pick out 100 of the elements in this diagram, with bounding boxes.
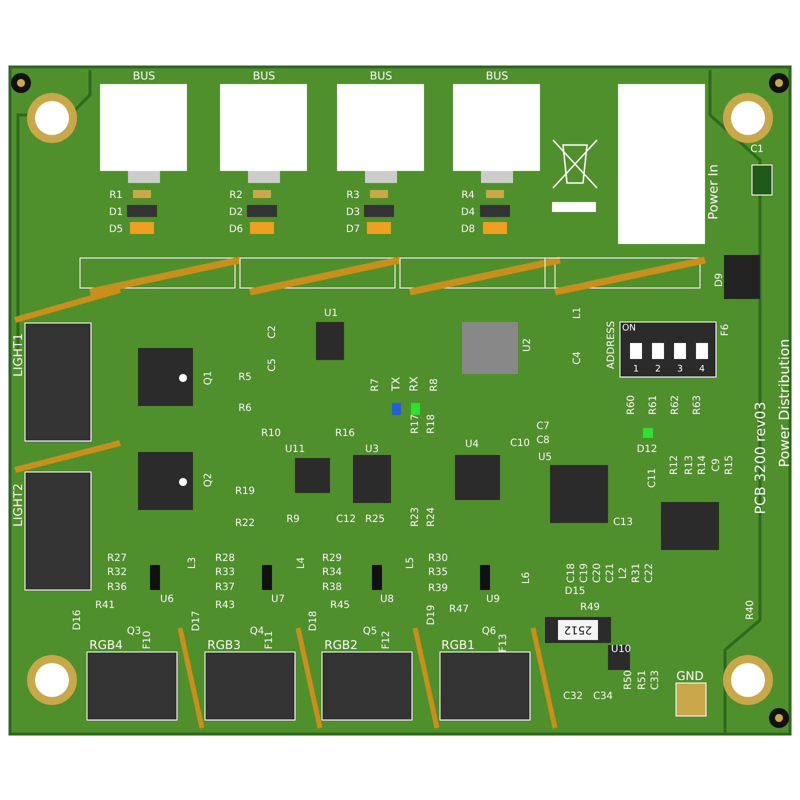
component-designator: D16: [73, 610, 83, 630]
component-designator: U8: [380, 595, 394, 605]
component-designator: D8: [460, 225, 476, 235]
component-designator: C2: [268, 325, 278, 339]
component-designator: U7: [271, 595, 285, 605]
component-designator: C5: [268, 358, 278, 372]
component-designator: R22: [235, 519, 255, 529]
component-designator: C20: [593, 563, 603, 583]
component-designator: R41: [95, 601, 115, 611]
component-designator: ADDRESS: [607, 320, 617, 370]
component-designator: R30: [428, 554, 448, 564]
component-designator: R19: [235, 487, 255, 497]
component-designator: R10: [261, 429, 281, 439]
connector-label: RGB1: [441, 639, 475, 651]
component-designator: R50: [624, 670, 634, 690]
component-designator: D6: [228, 225, 244, 235]
component-designator: U5: [538, 453, 552, 463]
component-designator: D19: [427, 604, 437, 626]
component-designator: C32: [563, 692, 583, 702]
connector-label: BUS: [252, 70, 276, 82]
component-designator: L3: [188, 557, 198, 569]
led-label: TX: [390, 376, 402, 392]
component-designator: R9: [286, 515, 300, 525]
component-designator: R38: [322, 583, 342, 593]
component-designator: D12: [636, 445, 658, 455]
component-designator: D1: [108, 208, 124, 218]
component-designator: R7: [371, 378, 381, 392]
component-designator: L2: [619, 567, 629, 579]
component-designator: C11: [648, 468, 658, 488]
component-designator: Q1: [204, 370, 214, 386]
component-designator: R31: [632, 563, 642, 583]
component-designator: R5: [238, 373, 252, 383]
component-designator: U6: [160, 595, 174, 605]
component-designator: R16: [335, 429, 355, 439]
component-designator: R32: [107, 568, 127, 578]
component-designator: R45: [330, 601, 350, 611]
component-designator: R47: [449, 605, 469, 615]
component-designator: U4: [465, 440, 479, 450]
component-designator: F12: [382, 630, 392, 650]
component-designator: R51: [638, 670, 648, 690]
component-designator: C33: [651, 670, 661, 690]
component-designator: C18: [567, 563, 577, 583]
part-marking: 2512: [564, 624, 592, 636]
component-designator: F11: [265, 630, 275, 650]
connector-label: RGB3: [207, 639, 241, 651]
component-designator: R25: [365, 515, 385, 525]
component-designator: U10: [610, 645, 632, 655]
component-designator: L6: [522, 572, 532, 584]
component-designator: Q4: [250, 627, 264, 637]
component-designator: R1: [109, 191, 123, 201]
switch-label: 1: [633, 366, 639, 374]
component-designator: R37: [215, 583, 235, 593]
component-designator: U1: [324, 309, 338, 319]
connector-label: LIGHT2: [12, 483, 24, 527]
component-designator: R4: [461, 191, 475, 201]
component-designator: D4: [460, 208, 476, 218]
component-designator: D3: [346, 208, 360, 218]
component-designator: C8: [536, 436, 550, 446]
component-designator: R2: [229, 191, 243, 201]
component-designator: U3: [365, 445, 379, 455]
component-designator: C22: [645, 563, 655, 583]
connector-label: RGB2: [324, 639, 358, 651]
connector-label: BUS: [132, 70, 156, 82]
component-designator: R17: [411, 414, 421, 434]
test-point-label: GND: [676, 670, 704, 682]
component-designator: C7: [536, 422, 550, 432]
board-title: PCB 3200 rev03: [754, 402, 768, 514]
component-designator: L4: [297, 557, 307, 569]
connector-label: LIGHT1: [12, 333, 24, 377]
component-designator: D9: [715, 272, 725, 288]
component-designator: C34: [593, 692, 613, 702]
component-designator: C4: [573, 351, 583, 365]
component-designator: U11: [284, 445, 306, 455]
component-designator: R23: [411, 507, 421, 527]
switch-label: ON: [622, 324, 636, 334]
component-designator: D7: [346, 225, 360, 235]
component-designator: R35: [428, 568, 448, 578]
switch-label: 4: [699, 366, 705, 374]
component-designator: D17: [192, 610, 202, 632]
component-designator: C10: [510, 439, 530, 449]
component-designator: R43: [215, 601, 235, 611]
component-designator: R39: [428, 584, 448, 594]
component-designator: C19: [580, 563, 590, 583]
component-designator: R27: [107, 554, 127, 564]
switch-label: 2: [655, 366, 661, 374]
connector-label: BUS: [370, 70, 392, 82]
component-designator: R28: [215, 554, 235, 564]
component-designator: R18: [427, 414, 437, 434]
component-designator: L1: [573, 307, 583, 319]
component-designator: R33: [215, 568, 235, 578]
component-designator: U2: [523, 338, 533, 352]
component-designator: C13: [613, 518, 633, 528]
component-designator: C21: [606, 563, 616, 583]
component-designator: F10: [143, 630, 153, 650]
component-designator: D5: [108, 225, 124, 235]
switch-label: 3: [677, 366, 683, 374]
board-title: Power Distribution: [778, 338, 792, 468]
component-designator: D2: [228, 208, 244, 218]
component-designator: R61: [649, 395, 659, 415]
connector-label: BUS: [486, 70, 508, 82]
